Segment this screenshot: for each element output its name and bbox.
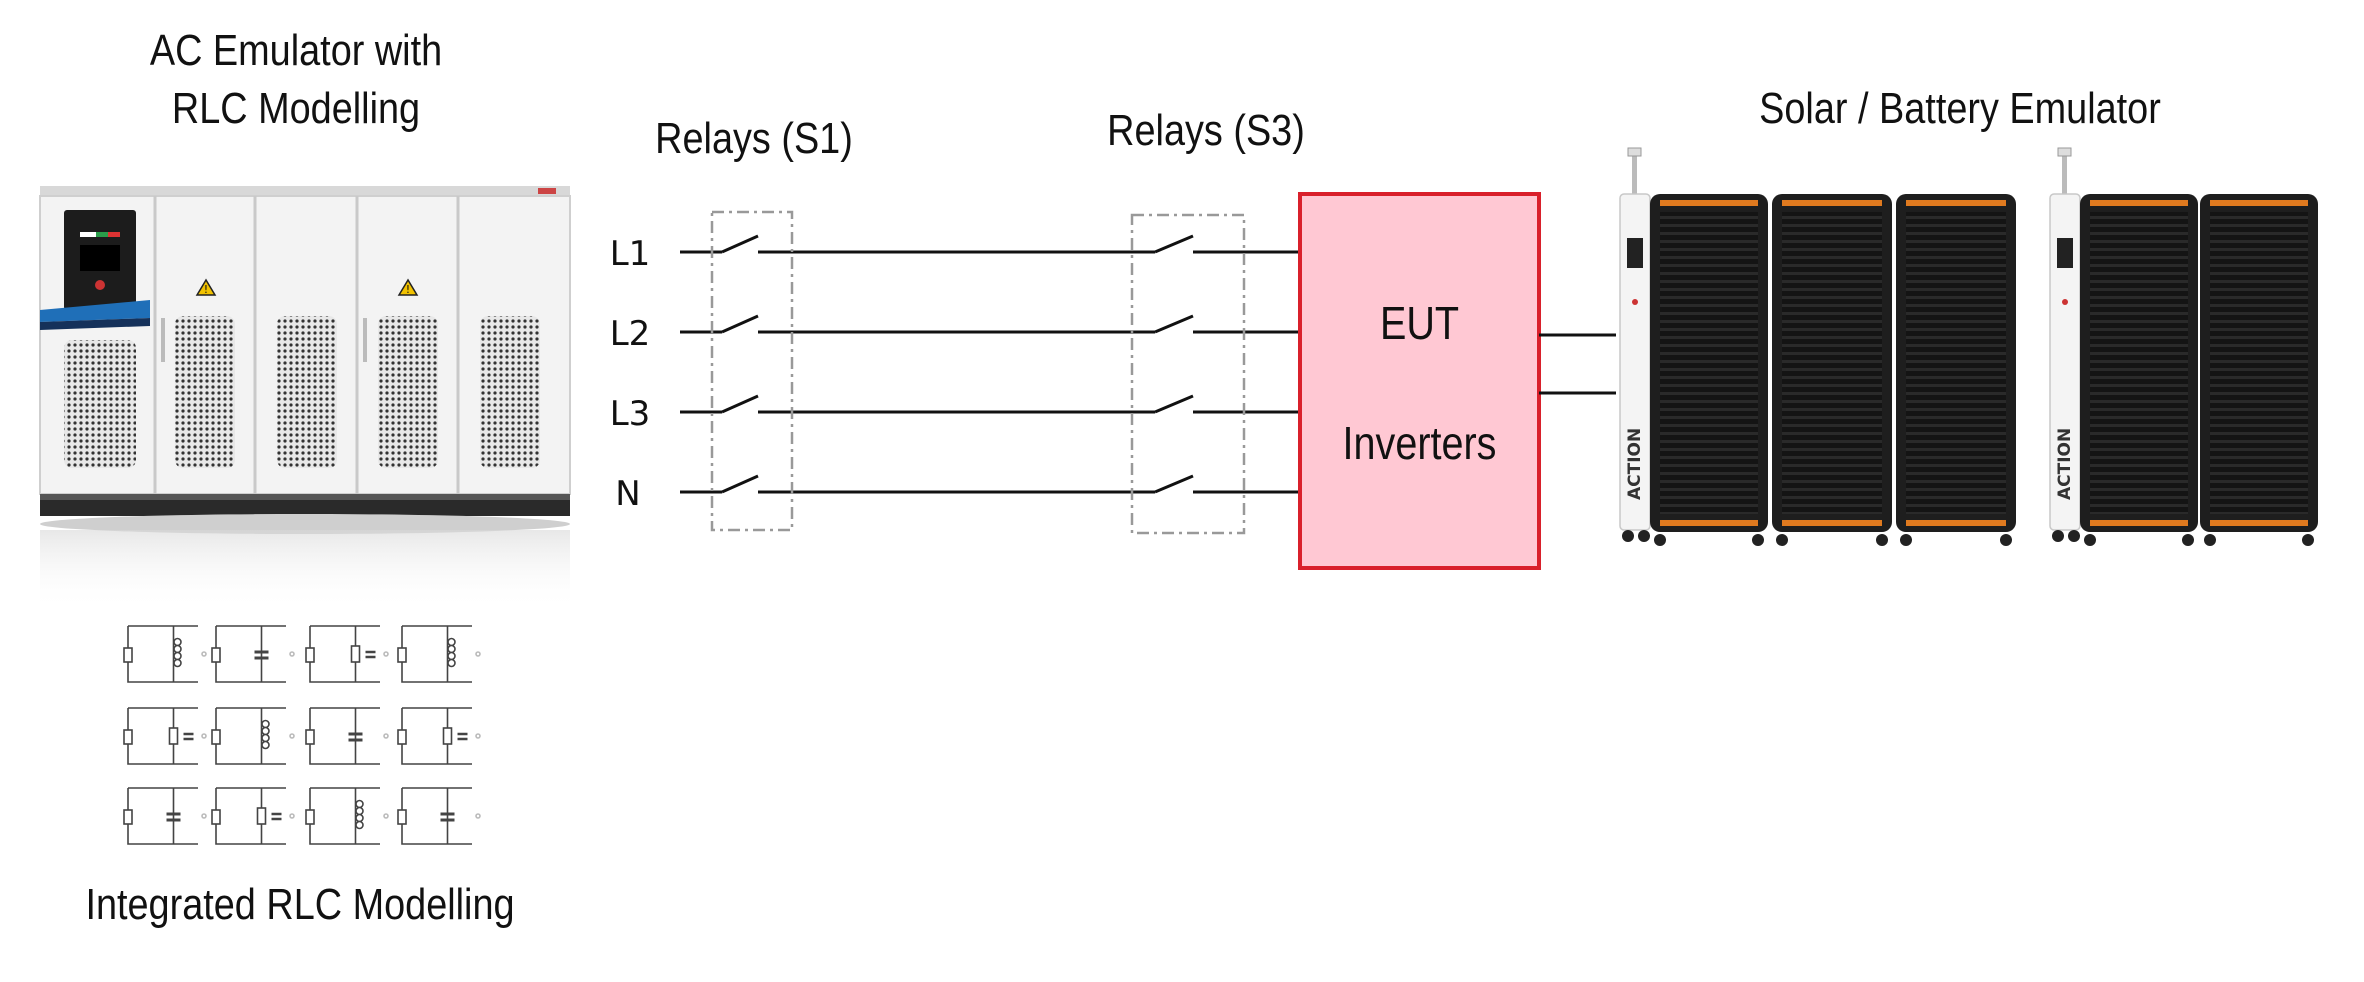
phase-line-l2	[680, 314, 1300, 334]
phase-wiring	[680, 234, 1300, 494]
rlc-circuit-cell	[305, 787, 389, 845]
rlc-circuit-cell	[211, 625, 295, 683]
relay-switch-s3	[1154, 314, 1194, 334]
relay-switch-s1	[721, 314, 759, 334]
rlc-circuit-grid	[123, 625, 481, 845]
phase-line-l1	[680, 234, 1300, 254]
battery-module	[2080, 194, 2198, 546]
rlc-circuit-cell	[305, 707, 389, 765]
ac-emulator-title-line1: AC Emulator with	[149, 26, 443, 75]
relay-switch-s3	[1154, 234, 1194, 254]
rlc-circuit-cell	[397, 625, 481, 683]
solar-battery-title: Solar / Battery Emulator	[1759, 84, 2161, 133]
line-label-l2: L2	[609, 314, 651, 354]
ac-emulator-title-line2: RLC Modelling	[171, 84, 421, 133]
rlc-circuit-cell	[397, 787, 481, 845]
brand-label: ACTION	[1625, 428, 1645, 500]
vent-mesh	[480, 316, 540, 468]
battery-module	[1772, 194, 1892, 546]
phase-line-l3	[680, 394, 1300, 414]
relay-group-s1	[710, 210, 794, 532]
rlc-circuit-cell	[123, 707, 207, 765]
battery-control-tower: ACTION	[1619, 147, 1651, 542]
line-label-l3: L3	[609, 394, 651, 434]
vent-mesh	[175, 316, 235, 468]
relay-switch-s3	[1154, 474, 1194, 494]
integrated-rlc-title: Integrated RLC Modelling	[85, 880, 515, 929]
relay-switch-s3	[1154, 394, 1194, 414]
battery-module	[1896, 194, 2016, 546]
svg-text:!: !	[204, 283, 208, 296]
battery-emulator-rack: ACTION ACTION	[1619, 147, 2318, 546]
rlc-circuit-cell	[305, 625, 389, 683]
vent-mesh	[378, 316, 438, 468]
phase-line-n	[680, 474, 1300, 494]
line-label-l1: L1	[609, 234, 651, 274]
warning-icon: !	[397, 278, 419, 296]
relay-switch-s1	[721, 234, 759, 254]
relay-switch-s1	[721, 474, 759, 494]
battery-control-tower: ACTION	[2049, 147, 2081, 542]
relay-group-s3	[1130, 213, 1246, 535]
battery-module	[1650, 194, 1768, 546]
relays-s3-title: Relays (S3)	[1107, 106, 1305, 155]
battery-module	[2200, 194, 2318, 546]
brand-label: ACTION	[2055, 428, 2075, 500]
svg-text:!: !	[406, 283, 410, 296]
vent-mesh	[64, 340, 136, 468]
eut-box	[1298, 192, 1541, 570]
rlc-circuit-cell	[397, 707, 481, 765]
ac-emulator-cabinet: ! !	[39, 186, 571, 610]
eut-label: EUT	[1379, 297, 1460, 349]
rlc-circuit-cell	[211, 707, 295, 765]
rlc-circuit-cell	[123, 625, 207, 683]
line-label-n: N	[615, 474, 641, 514]
relay-switch-s1	[721, 394, 759, 414]
rlc-circuit-cell	[211, 787, 295, 845]
vent-mesh	[277, 316, 337, 468]
warning-icon: !	[195, 278, 217, 296]
rlc-circuit-cell	[123, 787, 207, 845]
relays-s1-title: Relays (S1)	[655, 114, 853, 163]
inverters-label: Inverters	[1342, 417, 1497, 469]
